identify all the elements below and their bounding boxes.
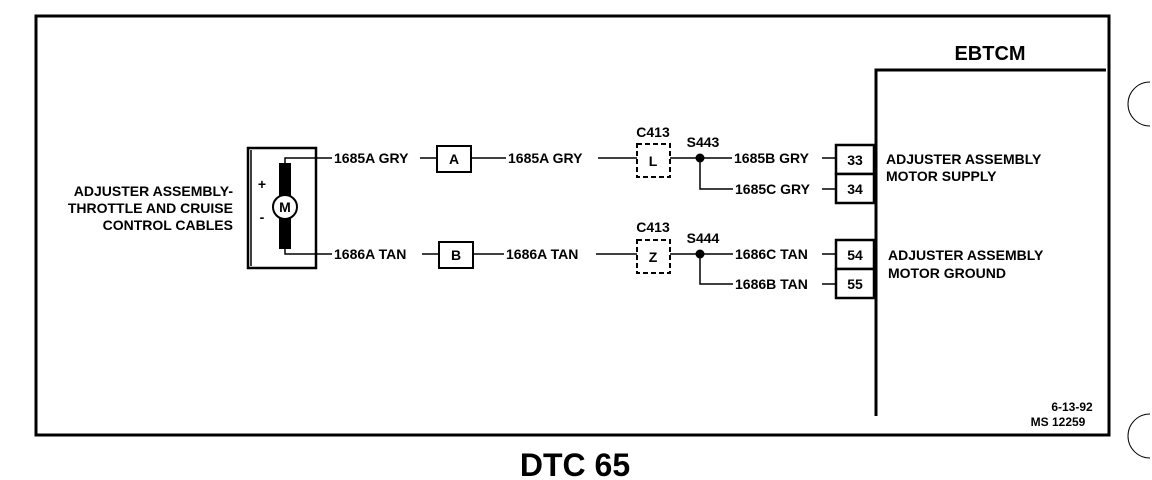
supply-wire-1685b: 1685B GRY: [734, 150, 810, 166]
diagram-date: 6-13-92: [1051, 400, 1093, 414]
supply-wire-1685a-right: 1685A GRY: [508, 150, 583, 166]
supply-wire-1685c: 1685C GRY: [735, 181, 811, 197]
component-label-line1: ADJUSTER ASSEMBLY-: [74, 183, 234, 199]
ground-connector-c413-label: C413: [636, 219, 670, 235]
diagram-reference: MS 12259: [1031, 415, 1086, 429]
supply-connector-c413-label: C413: [636, 124, 670, 140]
ground-wire-1686b: 1686B TAN: [735, 276, 808, 292]
ebtcm-pin-55: [834, 267, 876, 300]
ebtcm-pin-33: [834, 143, 876, 176]
ground-circuit: 1686A TAN B 1686A TAN C413 Z S444 1686C …: [318, 219, 1044, 300]
ebtcm-pin-34-label: 34: [847, 181, 863, 197]
component-label-line3: CONTROL CABLES: [103, 217, 233, 233]
splice-s443-label: S443: [687, 134, 720, 150]
ebtcm-pin-55-label: 55: [847, 276, 863, 292]
component-label-line2: THROTTLE AND CRUISE: [68, 200, 233, 216]
motor-icon: [272, 194, 298, 220]
supply-circuit: 1685A GRY A 1685A GRY C413 L S443 1685B …: [318, 124, 1042, 205]
supply-function-line1: ADJUSTER ASSEMBLY: [886, 151, 1042, 167]
motor-symbol: M: [279, 199, 291, 215]
inline-connector-b: [438, 241, 474, 269]
connector-c413-pin-l-label: L: [649, 153, 658, 169]
adjuster-motor-component: M + -: [246, 146, 318, 270]
connector-c413-pin-z-label: Z: [649, 249, 658, 265]
ebtcm-pin-33-label: 33: [847, 152, 863, 168]
inline-connector-b-pin: B: [451, 247, 461, 263]
splice-s444-label: S444: [687, 230, 720, 246]
motor-plus-terminal: +: [258, 176, 266, 192]
inline-connector-a-pin: A: [449, 151, 459, 167]
page-title: DTC 65: [520, 447, 630, 480]
diagram-frame: [34, 14, 1111, 437]
ground-wire-1686c: 1686C TAN: [735, 246, 808, 262]
inline-connector-a: [436, 145, 472, 173]
supply-wire-1685a-left: 1685A GRY: [334, 150, 409, 166]
ground-function-line1: ADJUSTER ASSEMBLY: [888, 247, 1044, 263]
ebtcm-pin-34: [834, 172, 876, 205]
connector-c413-pin-l: [636, 143, 671, 178]
ground-wire-1686a-right: 1686A TAN: [506, 246, 578, 262]
ebtcm-pin-54: [834, 238, 876, 271]
ebtcm-label: EBTCM: [954, 43, 1025, 65]
supply-function-line2: MOTOR SUPPLY: [886, 168, 997, 184]
motor-minus-terminal: -: [260, 209, 265, 225]
binder-hole-bottom: [1127, 413, 1151, 459]
ebtcm-module-outline: [874, 68, 1106, 416]
ebtcm-pin-54-label: 54: [847, 247, 863, 263]
ground-function-line2: MOTOR GROUND: [888, 265, 1006, 281]
binder-hole-top: [1127, 81, 1151, 127]
connector-c413-pin-z: [636, 239, 671, 274]
ground-wire-1686a-left: 1686A TAN: [334, 246, 406, 262]
